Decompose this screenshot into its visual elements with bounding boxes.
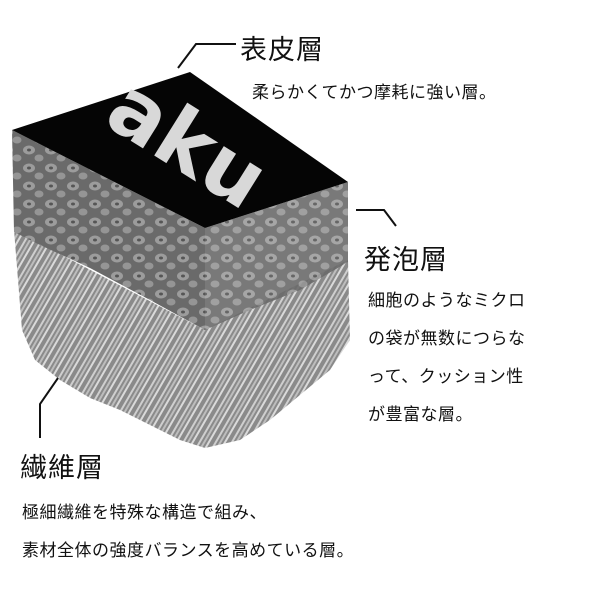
fiber-desc-line: 極細繊維を特殊な構造で組み、 (22, 503, 267, 523)
fiber-layer-description: 極細繊維を特殊な構造で組み、 素材全体の強度バランスを高めている層。 (22, 494, 354, 570)
foam-layer-left-face (12, 130, 205, 330)
skin-layer-top-face (12, 72, 348, 228)
foam-layer-title: 発泡層 (364, 245, 448, 276)
foam-layer-right-face (205, 182, 348, 330)
foam-leader-line (356, 209, 397, 227)
foam-desc-line: が豊富な層。 (368, 405, 473, 425)
foam-desc-line: 細胞のようなミクロ (368, 291, 526, 311)
fiber-leader-line (39, 377, 59, 438)
fiber-layer-title: 繊維層 (20, 453, 104, 484)
fiber-layer-right-face (205, 260, 350, 448)
fiber-layer-left-face (14, 230, 205, 448)
foam-layer-description: 細胞のようなミクロ の袋が無数につらな って、クッション性 が豊富な層。 (368, 282, 526, 434)
skin-leader-line (177, 43, 236, 69)
skin-layer-title: 表皮層 (240, 35, 324, 66)
foam-desc-line: の袋が無数につらな (368, 329, 526, 349)
skin-layer-description: 柔らかくてかつ摩耗に強い層。 (252, 83, 497, 103)
fiber-desc-line: 素材全体の強度バランスを高めている層。 (22, 541, 355, 561)
foam-desc-line: って、クッション性 (368, 367, 524, 387)
